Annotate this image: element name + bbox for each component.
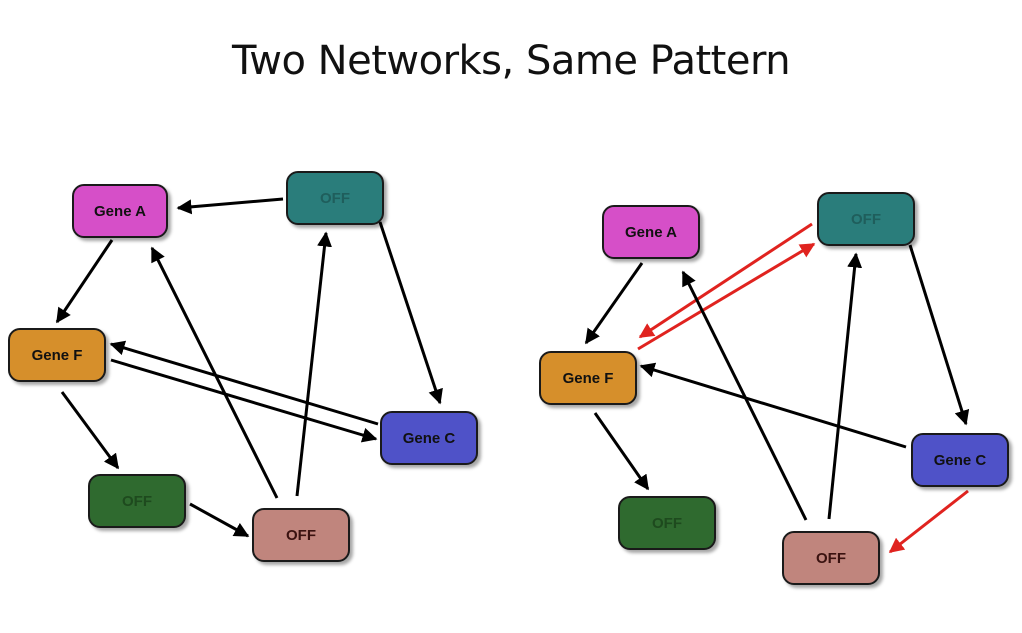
edge-pink-to-gene-a [150,246,279,499]
network-1-node-gene-a: Gene A [72,184,168,238]
edge-gene-f-to-gene-c [110,358,378,443]
edge-teal-to-gene-a [176,197,284,215]
network-2-node-pink-off: OFF [782,531,880,585]
edge-gene-f-to-green [593,412,650,491]
network-1-node-green-off: OFF [88,474,186,528]
network-1-node-teal-off: OFF [286,171,384,225]
edge-gene-c-to-gene-f [109,340,379,426]
edge-gene-a-to-gene-f [55,239,114,324]
edge-pink-to-gene-a [681,270,808,521]
network-2-edges [584,222,970,554]
page-title: Two Networks, Same Pattern [231,38,791,84]
edge-pink-to-teal [295,231,332,497]
edge-gene-c-to-pink [888,489,969,554]
edge-teal-to-gene-c [908,244,970,426]
edge-gene-a-to-gene-f [584,262,644,345]
network-1-node-gene-f: Gene F [8,328,106,382]
network-2-node-gene-f: Gene F [539,351,637,405]
edge-teal-to-gene-c [378,221,443,405]
edge-gene-c-to-gene-f [639,362,907,449]
edge-pink-to-teal [827,252,863,520]
edge-teal-to-gene-f [638,222,813,339]
edge-gene-f-to-green [60,391,120,470]
edge-gene-f-to-teal [637,242,816,351]
network-1-edges [55,197,443,538]
network-2-node-gene-c: Gene C [911,433,1009,487]
network-1-node-pink-off: OFF [252,508,350,562]
network-1-node-gene-c: Gene C [380,411,478,465]
network-2-node-teal-off: OFF [817,192,915,246]
network-2-node-green-off: OFF [618,496,716,550]
edge-green-to-pink [189,502,250,538]
network-2-node-gene-a: Gene A [602,205,700,259]
